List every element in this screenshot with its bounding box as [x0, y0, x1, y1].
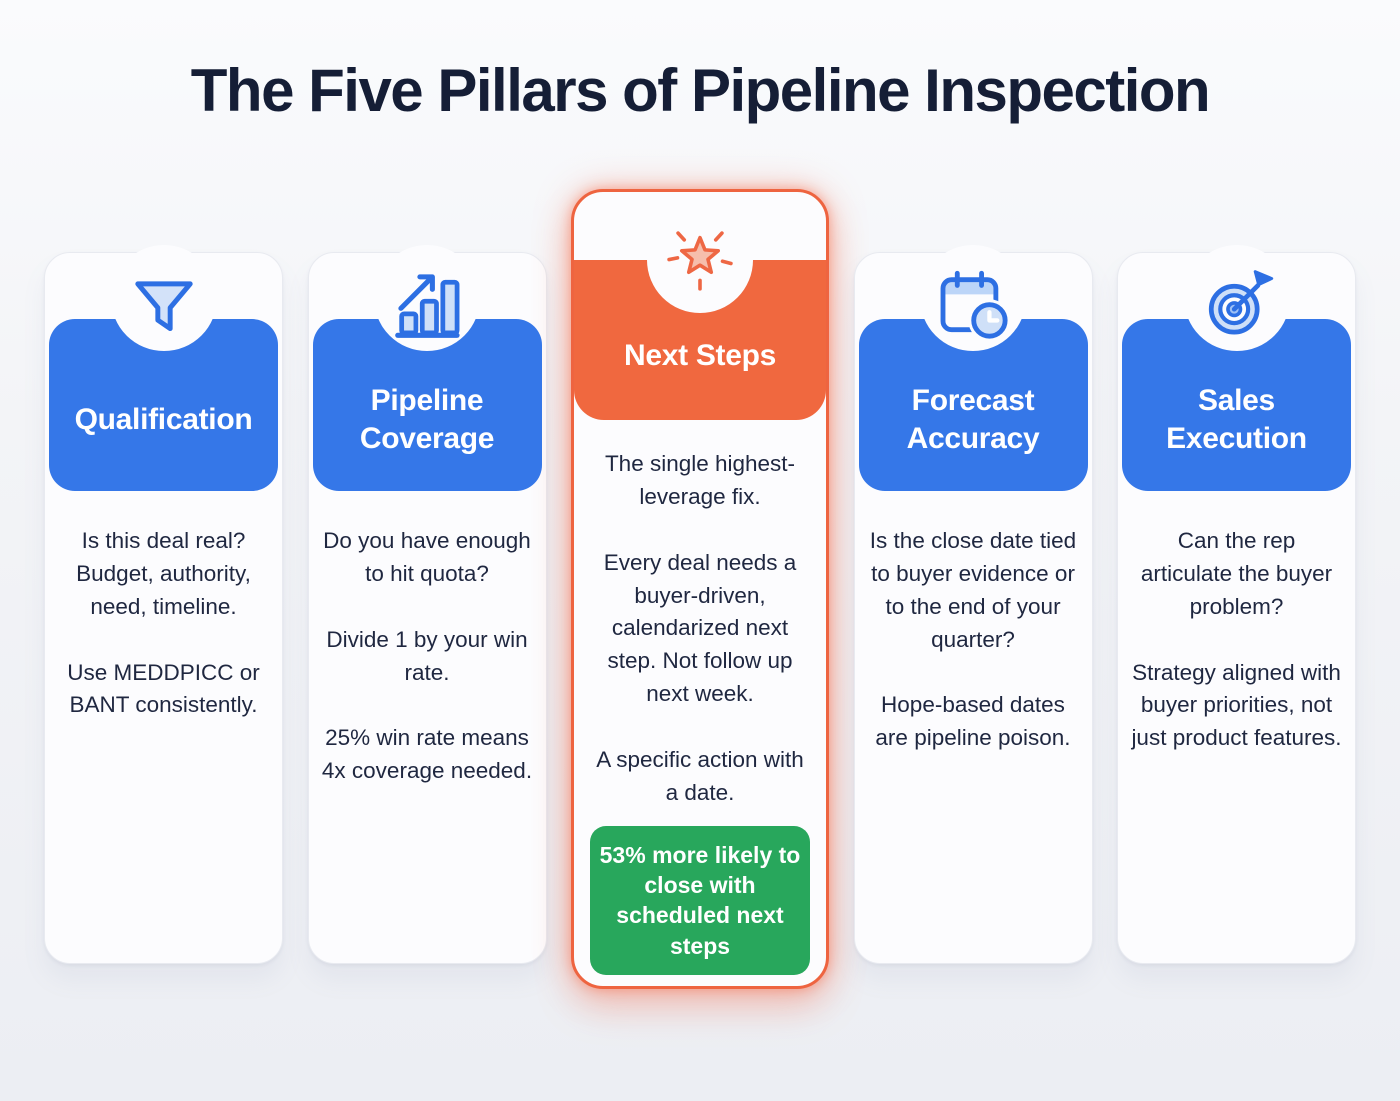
pillar-paragraph: Every deal needs a buyer-driven, calenda…: [603, 549, 797, 707]
pillar-title: Forecast Accuracy: [906, 384, 1040, 455]
pillar-paragraph: Use MEDDPICC or BANT consistently.: [67, 659, 260, 718]
card-body: Do you have enough to hit quota? Divide …: [309, 491, 546, 788]
card-body: Is the close date tied to buyer evidence…: [855, 491, 1092, 755]
card-icon-area: [855, 253, 1092, 342]
pillar-title: Next Steps: [623, 339, 777, 373]
pillar-cards-row: Qualification Is this deal real? Budget,…: [0, 189, 1400, 989]
pillar-card-forecast-accuracy: Forecast Accuracy Is the close date tied…: [853, 252, 1093, 964]
pillar-card-qualification: Qualification Is this deal real? Budget,…: [44, 252, 283, 964]
pillar-paragraph: Divide 1 by your win rate.: [326, 626, 528, 685]
funnel-icon: [127, 270, 201, 332]
pillar-card-sales-execution: Sales Execution Can the rep articulate t…: [1117, 252, 1356, 964]
pillar-card-next-steps-highlighted: Next Steps The single highest-leverage f…: [571, 189, 829, 989]
target-dart-icon: [1198, 266, 1276, 335]
card-header: Sales Execution: [1122, 319, 1351, 491]
pillar-paragraph: The single highest-leverage fix.: [604, 451, 796, 509]
card-body: Is this deal real? Budget, authority, ne…: [45, 491, 282, 722]
card-header: Pipeline Coverage: [312, 319, 542, 491]
pillar-paragraph: Hope-based dates are pipeline poison.: [875, 692, 1071, 751]
stat-badge: 53% more likely to close with scheduled …: [590, 825, 810, 976]
pillar-title: Sales Execution: [1166, 384, 1307, 455]
pillar-paragraph: Strategy aligned with buyer priorities, …: [1131, 659, 1342, 751]
pillar-title: Qualification: [74, 403, 253, 437]
card-icon-area: [1118, 253, 1355, 335]
pillar-paragraph: Do you have enough to hit quota?: [323, 528, 531, 586]
page-title: The Five Pillars of Pipeline Inspection: [190, 57, 1211, 124]
bar-chart-growth-icon: [389, 268, 465, 338]
pillar-paragraph: 25% win rate means 4x coverage needed.: [321, 725, 533, 784]
pillar-title: Pipeline Coverage: [359, 384, 495, 455]
calendar-clock-icon: [933, 264, 1013, 342]
card-header: Forecast Accuracy: [858, 319, 1088, 491]
card-body: Can the rep articulate the buyer problem…: [1118, 491, 1355, 755]
pillar-paragraph: Is this deal real? Budget, authority, ne…: [76, 528, 251, 619]
pillar-paragraph: A specific action with a date.: [596, 746, 804, 805]
card-header: Qualification: [49, 319, 278, 491]
pillar-paragraph: Is the close date tied to buyer evidence…: [869, 528, 1077, 652]
pillar-paragraph: Can the rep articulate the buyer problem…: [1140, 528, 1333, 619]
sparkle-star-icon: [664, 223, 736, 291]
card-icon-area: [309, 253, 546, 338]
card-icon-area: [574, 192, 826, 291]
pillar-card-pipeline-coverage: Pipeline Coverage Do you have enough to …: [307, 252, 547, 964]
card-body: The single highest-leverage fix. Every d…: [574, 420, 826, 810]
card-icon-area: [45, 253, 282, 332]
